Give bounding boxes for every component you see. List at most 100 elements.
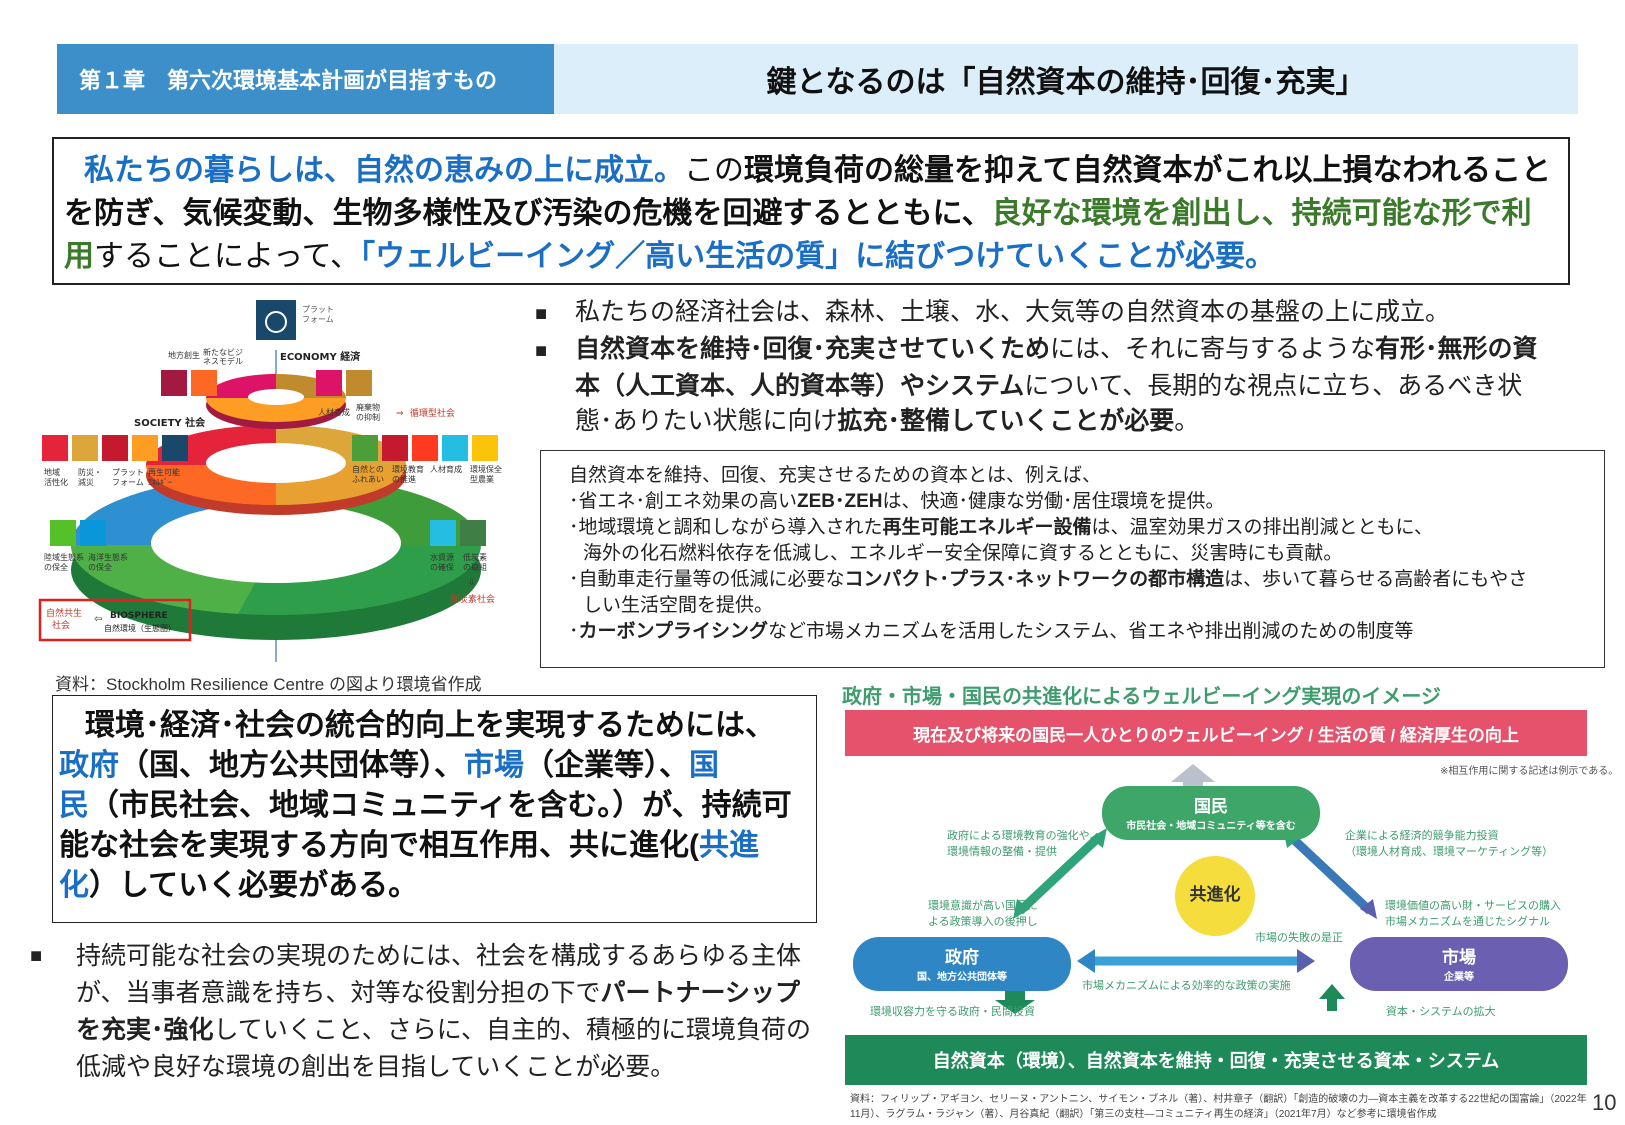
svg-text:の確保: の確保 <box>430 562 454 572</box>
svg-text:地域: 地域 <box>44 467 60 477</box>
arrow-up-green <box>1319 984 1345 1011</box>
svg-text:環境教育: 環境教育 <box>392 464 424 474</box>
sdg15-icon <box>50 520 76 546</box>
coevo-text: 環境･経済･社会の統合的向上を実現するためには、 <box>85 709 775 742</box>
kokumin-sub: 市民社会・地域コミュニティ等を含む <box>1126 821 1296 832</box>
svg-text:減災: 減災 <box>78 477 94 487</box>
svg-text:低炭素: 低炭素 <box>463 552 487 562</box>
label-down: 環境収容力を守る政府・民間投資 <box>870 1006 1035 1018</box>
label-gov-shijo-top: 市場の失敗の是正 <box>1255 932 1343 944</box>
coevolution-diagram <box>995 764 1377 1014</box>
seifu-node: 政府 国、地方公共団体等 <box>853 937 1071 991</box>
partner-text: パートナーシップを充実･強化 <box>76 979 801 1044</box>
bullet-mark: ■ <box>535 340 548 362</box>
chapter-header: 第１章 第六次環境基本計画が目指すもの <box>57 44 554 114</box>
sdg-wedding-cake-figure: プラット フォーム ECONOMY 経済 SOCIETY 社会 地方創生 新たな… <box>38 300 502 662</box>
examples-box: 自然資本を維持、回復、充実させるための資本とは、例えば、 ･省エネ･創エネ効果の… <box>540 450 1605 668</box>
svg-text:ふれあい: ふれあい <box>352 475 384 484</box>
sdg10-icon <box>316 370 342 396</box>
bullet-mark: ■ <box>535 303 548 325</box>
sdg2-icon <box>72 435 98 461</box>
example-text: カーボンプライシング <box>578 621 768 642</box>
sdg8-icon <box>161 370 187 396</box>
sdg7-icon <box>472 435 498 461</box>
summary-text: この <box>684 154 744 187</box>
svg-text:SOCIETY 社会: SOCIETY 社会 <box>134 416 205 429</box>
coevo-text: 市場 <box>464 749 524 782</box>
svg-text:ECONOMY 経済: ECONOMY 経済 <box>280 350 361 363</box>
example-text: しい生活空間を提供。 <box>583 595 774 616</box>
bullet-text: 態･ありたい状態に向け <box>575 407 838 435</box>
arrow-gov-kokumin <box>1016 832 1104 915</box>
center-circle <box>1175 856 1255 936</box>
svg-text:人材育成: 人材育成 <box>318 407 350 417</box>
coevo-text: 共進 <box>699 829 759 862</box>
sdg9-icon <box>191 370 217 396</box>
svg-text:の推進: の推進 <box>392 474 416 484</box>
example-text: 海外の化石燃料依存を低減し、エネルギー安全保障に資するとともに、災害時にも貢献。 <box>583 543 1343 564</box>
bullet-text: 。 <box>1174 407 1200 435</box>
svg-text:フォーム: フォーム <box>112 478 144 487</box>
svg-text:⇦: ⇦ <box>94 614 102 625</box>
svg-text:脱炭素社会: 脱炭素社会 <box>450 593 495 605</box>
figure-credit: 資料：Stockholm Resilience Centre の図より環境省作成 <box>55 675 482 694</box>
label-gov-shijo-bottom: 市場メカニズムによる効率的な政策の実施 <box>1082 980 1291 992</box>
sdg4b-icon <box>382 435 408 461</box>
sdg6b-icon <box>430 520 456 546</box>
example-text: は、歩いて暮らせる高齢者にもやさ <box>1224 569 1528 590</box>
partnership-bullet: ■ 持続可能な社会の実現のためには、社会を構成するあらゆる主体が、当事者意識を持… <box>30 938 820 1086</box>
label-kokumin-shijo-top: 企業による経済的競争能力投資 （環境人材育成、環境マーケティング等） <box>1345 830 1554 858</box>
bullet-text: には、それに寄与するような <box>1050 335 1376 363</box>
coevolution-box: 環境･経済･社会の統合的向上を実現するためには、 政府（国、地方公共団体等）、市… <box>52 695 817 923</box>
diagram-source: 資料：フィリップ・アギヨン、セリーヌ・アントニン、サイモン・ブネル（著）、村井章… <box>850 1094 1587 1120</box>
sdg3-icon <box>352 435 378 461</box>
example-text: は、温室効果ガスの排出削減とともに、 <box>1091 517 1433 538</box>
shijo-node: 市場 企業等 <box>1350 937 1568 991</box>
svg-text:⇒: ⇒ <box>396 409 404 419</box>
label-gov-kokumin-bottom: 環境意識が高い国民に よる政策導入の後押し <box>928 900 1038 928</box>
svg-text:陸域生態系: 陸域生態系 <box>44 552 84 562</box>
summary-text: することによって、 <box>94 240 361 273</box>
svg-text:フォーム: フォーム <box>302 315 334 324</box>
summary-text: 環境負荷の総量を抑えて自然資本がこれ以上損なわれること <box>744 154 1551 187</box>
svg-text:自然との: 自然との <box>352 464 384 474</box>
example-text: コンパクト･プラス･ネットワークの都市構造 <box>844 569 1225 590</box>
example-text: ･ <box>569 621 579 642</box>
svg-text:プラット: プラット <box>302 305 334 314</box>
svg-text:型農業: 型農業 <box>470 474 494 484</box>
example-text: ･地域環境と調和しながら導入された <box>569 517 883 538</box>
example-text: ･省エネ･創エネ効果の高い <box>569 491 798 512</box>
coevo-text: 政府 <box>59 749 119 782</box>
svg-text:再生可能: 再生可能 <box>148 467 180 477</box>
diagram-note: ※相互作用に関する記述は例示である。 <box>1440 766 1619 777</box>
summary-text: 「ウェルビーイング／高い生活の質」に結びつけていくことが必要。 <box>360 240 1276 273</box>
example-text: 再生可能エネルギー設備 <box>882 517 1092 538</box>
shijo-sub: 企業等 <box>1444 972 1474 983</box>
natural-capital-bar: 自然資本（環境）、自然資本を維持・回復・充実させる資本・システム <box>845 1035 1587 1085</box>
partner-text: していくこと、さらに、自主的、積極的に環境負荷の低減や良好な環境の創出を目指して… <box>76 1016 812 1081</box>
highlight-box <box>38 598 192 642</box>
seifu-sub: 国、地方公共団体等 <box>917 972 1007 983</box>
bullet-text: 私たちの経済社会は、森林、土壌、水、大気等の自然資本の基盤の上に成立。 <box>575 298 1451 326</box>
summary-text: 良好な環境を創出し、持続可能な形で利 <box>991 197 1532 230</box>
example-text: ZEB･ZEH <box>797 491 883 512</box>
seifu-label: 政府 <box>945 948 979 967</box>
svg-text:人材育成: 人材育成 <box>430 464 462 474</box>
svg-text:プラット: プラット <box>112 468 144 477</box>
svg-text:水資源: 水資源 <box>430 552 454 562</box>
example-text: は、快適･健康な労働･居住環境を提供。 <box>882 491 1225 512</box>
shijo-label: 市場 <box>1442 948 1476 967</box>
svg-text:地方創生: 地方創生 <box>168 350 200 360</box>
svg-text:自然共生: 自然共生 <box>46 607 82 619</box>
arrow-up-grey <box>1171 764 1215 792</box>
coevo-text: （国、地方公共団体等）、 <box>119 749 464 782</box>
sdg6-icon <box>442 435 468 461</box>
coevo-text: 能な社会を実現する方向で相互作用、共に進化( <box>59 829 699 862</box>
coevo-text: 国 <box>689 749 719 782</box>
center-label: 共進化 <box>1189 885 1241 904</box>
wellbeing-bar: 現在及び将来の国民一人ひとりのウェルビーイング / 生活の質 / 経済厚生の向上 <box>845 710 1587 756</box>
sdg4-icon <box>102 435 128 461</box>
svg-text:廃棄物: 廃棄物 <box>356 402 380 412</box>
svg-text:防災・: 防災・ <box>78 467 102 477</box>
sdg16-icon <box>162 435 188 461</box>
